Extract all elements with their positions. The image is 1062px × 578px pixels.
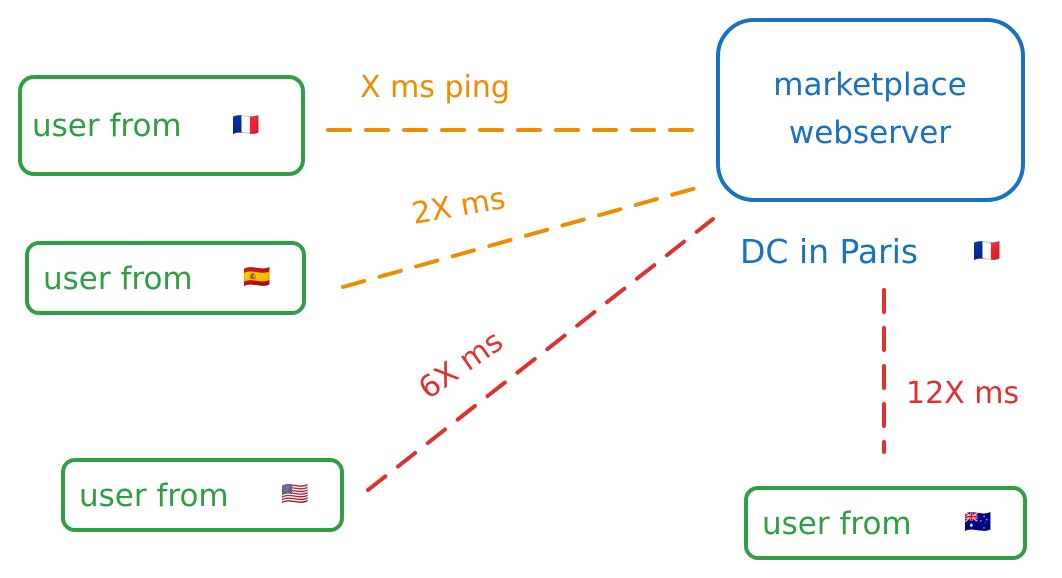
link-spain: 2X ms [341,181,709,289]
server-box [716,18,1025,202]
user-node-australia: user from 🇦🇺 [744,486,1027,560]
link-usa: 6X ms [366,217,715,492]
dashed-connector [341,183,709,289]
user-box [18,75,305,176]
user-box [25,241,306,315]
latency-label: X ms ping [360,70,510,105]
france-flag-icon: 🇫🇷 [232,112,259,137]
server-node: marketplace webserver [716,18,1025,202]
link-france: X ms ping [326,70,710,132]
australia-flag-icon: 🇦🇺 [964,509,991,534]
france-flag-icon: 🇫🇷 [973,238,1000,263]
user-box [744,486,1027,560]
datacenter-location: DC in Paris 🇫🇷 [740,232,1000,271]
user-label: user from [32,108,182,144]
latency-label: 12X ms [906,376,1019,411]
user-node-usa: user from 🇺🇸 [61,458,344,532]
latency-label: 6X ms [413,324,510,407]
user-label: user from [79,478,229,514]
latency-label: 2X ms [409,181,508,232]
server-label-line1: marketplace [773,67,966,103]
user-label: user from [762,506,912,542]
user-node-france: user from 🇫🇷 [18,75,305,176]
usa-flag-icon: 🇺🇸 [281,481,308,506]
spain-flag-icon: 🇪🇸 [243,264,270,289]
user-label: user from [43,261,193,297]
server-label-line2: webserver [789,115,951,151]
dashed-connector [366,217,715,492]
user-box [61,458,344,532]
link-australia: 12X ms [882,288,1019,454]
user-node-spain: user from 🇪🇸 [25,241,306,315]
datacenter-label: DC in Paris [740,232,918,271]
